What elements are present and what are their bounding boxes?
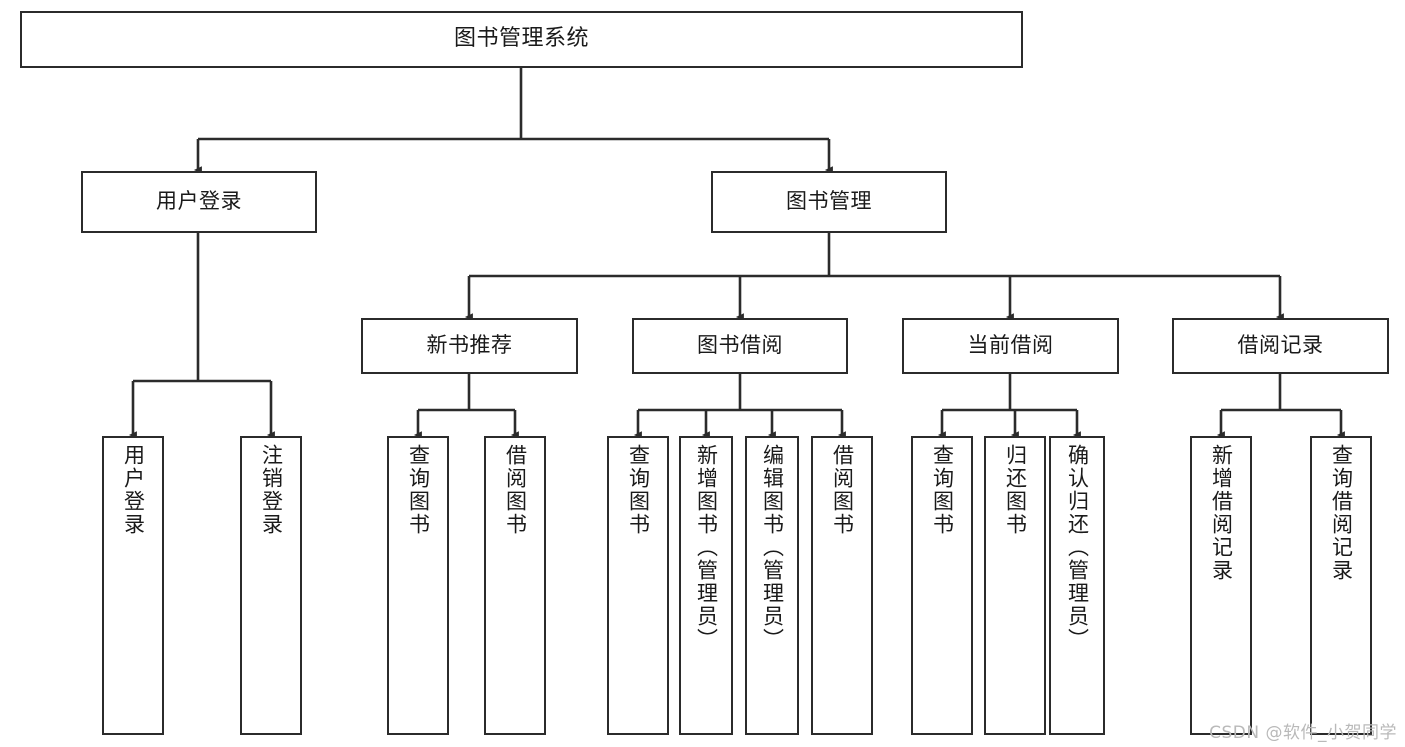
node-user-login-label: 用户登录 [156, 189, 242, 214]
node-borrow-record[interactable]: 借阅记录 [1172, 318, 1389, 374]
node-leaf-query-borrow-record-label: 查询借阅记录 [1329, 444, 1354, 582]
node-leaf-user-login[interactable]: 用户登录 [102, 436, 164, 735]
node-leaf-add-book[interactable]: 新增图书（管理员） [679, 436, 733, 735]
node-leaf-add-book-label: 新增图书（管理员） [694, 444, 719, 651]
node-leaf-return-book[interactable]: 归还图书 [984, 436, 1046, 735]
node-leaf-confirm-return-label: 确认归还（管理员） [1065, 444, 1090, 651]
node-leaf-add-borrow-record[interactable]: 新增借阅记录 [1190, 436, 1252, 735]
node-leaf-logout-login[interactable]: 注销登录 [240, 436, 302, 735]
node-leaf-confirm-return[interactable]: 确认归还（管理员） [1049, 436, 1105, 735]
node-book-borrow[interactable]: 图书借阅 [632, 318, 848, 374]
node-leaf-query-book-1[interactable]: 查询图书 [387, 436, 449, 735]
node-leaf-query-book-3-label: 查询图书 [930, 444, 955, 536]
node-leaf-edit-book[interactable]: 编辑图书（管理员） [745, 436, 799, 735]
node-leaf-query-book-2[interactable]: 查询图书 [607, 436, 669, 735]
node-leaf-query-book-3[interactable]: 查询图书 [911, 436, 973, 735]
node-user-login[interactable]: 用户登录 [81, 171, 317, 233]
node-leaf-query-borrow-record[interactable]: 查询借阅记录 [1310, 436, 1372, 735]
node-leaf-query-book-1-label: 查询图书 [406, 444, 431, 536]
node-current-borrow[interactable]: 当前借阅 [902, 318, 1119, 374]
node-leaf-logout-login-label: 注销登录 [259, 444, 284, 536]
csdn-watermark: CSDN @软件_小贺同学 [1209, 723, 1397, 743]
node-leaf-borrow-book-1-label: 借阅图书 [503, 444, 528, 536]
node-current-borrow-label: 当前借阅 [967, 333, 1054, 358]
node-leaf-edit-book-label: 编辑图书（管理员） [760, 444, 785, 651]
node-new-book-recommend[interactable]: 新书推荐 [361, 318, 578, 374]
node-root-label: 图书管理系统 [453, 26, 589, 52]
node-book-borrow-label: 图书借阅 [697, 333, 783, 358]
node-leaf-user-login-label: 用户登录 [121, 444, 146, 536]
node-leaf-borrow-book-1[interactable]: 借阅图书 [484, 436, 546, 735]
node-leaf-add-borrow-record-label: 新增借阅记录 [1209, 444, 1234, 582]
node-leaf-borrow-book-2-label: 借阅图书 [830, 444, 855, 536]
node-root[interactable]: 图书管理系统 [20, 11, 1023, 68]
node-book-management-label: 图书管理 [786, 189, 872, 214]
node-leaf-query-book-2-label: 查询图书 [626, 444, 651, 536]
node-leaf-borrow-book-2[interactable]: 借阅图书 [811, 436, 873, 735]
node-book-management[interactable]: 图书管理 [711, 171, 947, 233]
tree-connectors [128, 68, 1345, 439]
node-new-book-recommend-label: 新书推荐 [426, 333, 513, 358]
node-borrow-record-label: 借阅记录 [1237, 333, 1324, 358]
node-leaf-return-book-label: 归还图书 [1003, 444, 1028, 536]
